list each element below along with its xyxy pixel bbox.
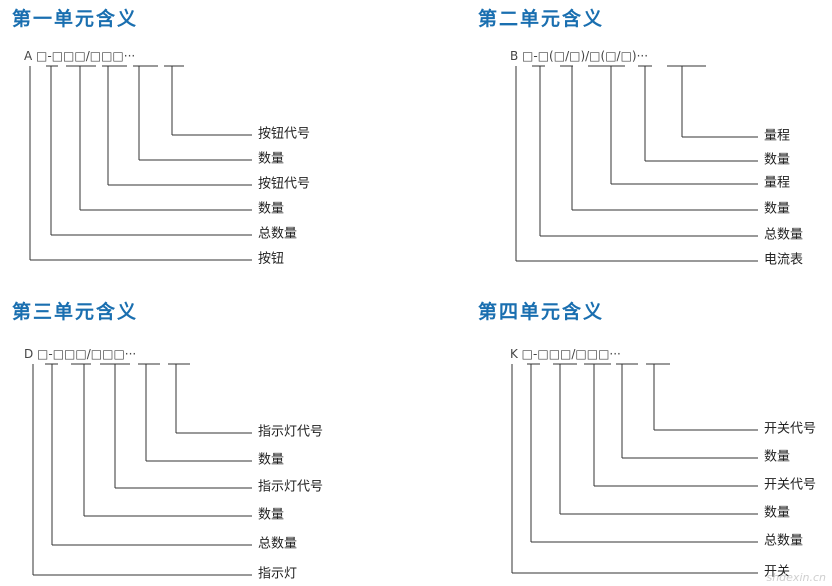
unit-3-code: D □-□□□/□□□··· bbox=[24, 347, 137, 361]
unit-2-label-5: 总数量 bbox=[764, 227, 804, 243]
unit-2-label-1: 量程 bbox=[764, 128, 791, 144]
unit-1-label-6: 按钮 bbox=[258, 251, 285, 267]
unit-3-label-5: 总数量 bbox=[258, 536, 298, 552]
unit-4-label-6: 开关 bbox=[764, 564, 791, 580]
unit-4-label-1: 开关代号 bbox=[764, 421, 817, 437]
unit-2-title: 第二单元含义 bbox=[478, 8, 605, 30]
unit-2-code: B □-□(□/□)/□(□/□)··· bbox=[510, 49, 649, 63]
unit-1-label-2: 数量 bbox=[258, 151, 285, 167]
unit-1-label-3: 按钮代号 bbox=[258, 176, 311, 192]
unit-1-label-1: 按钮代号 bbox=[258, 126, 311, 142]
unit-1-title: 第一单元含义 bbox=[12, 8, 139, 30]
unit-2-label-2: 数量 bbox=[764, 152, 791, 168]
watermark: shdexin.cn bbox=[766, 571, 826, 584]
unit-4-code: K □-□□□/□□□··· bbox=[510, 347, 621, 361]
unit-4-label-4: 数量 bbox=[764, 505, 791, 521]
unit-1-label-4: 数量 bbox=[258, 201, 285, 217]
unit-2-label-6: 电流表 bbox=[764, 252, 804, 268]
unit-4-label-3: 开关代号 bbox=[764, 477, 817, 493]
unit-3-label-6: 指示灯 bbox=[258, 566, 298, 582]
unit-3-label-1: 指示灯代号 bbox=[258, 424, 324, 440]
unit-3-label-4: 数量 bbox=[258, 507, 285, 523]
unit-4-title: 第四单元含义 bbox=[478, 301, 605, 323]
unit-1-label-5: 总数量 bbox=[258, 226, 298, 242]
unit-2-label-3: 量程 bbox=[764, 175, 791, 191]
unit-1-code: A □-□□□/□□□··· bbox=[24, 49, 136, 63]
unit-3-title: 第三单元含义 bbox=[12, 301, 139, 323]
unit-4-label-5: 总数量 bbox=[764, 533, 804, 549]
unit-4-label-2: 数量 bbox=[764, 449, 791, 465]
unit-3-label-3: 指示灯代号 bbox=[258, 479, 324, 495]
unit-3-label-2: 数量 bbox=[258, 452, 285, 468]
unit-2-label-4: 数量 bbox=[764, 201, 791, 217]
